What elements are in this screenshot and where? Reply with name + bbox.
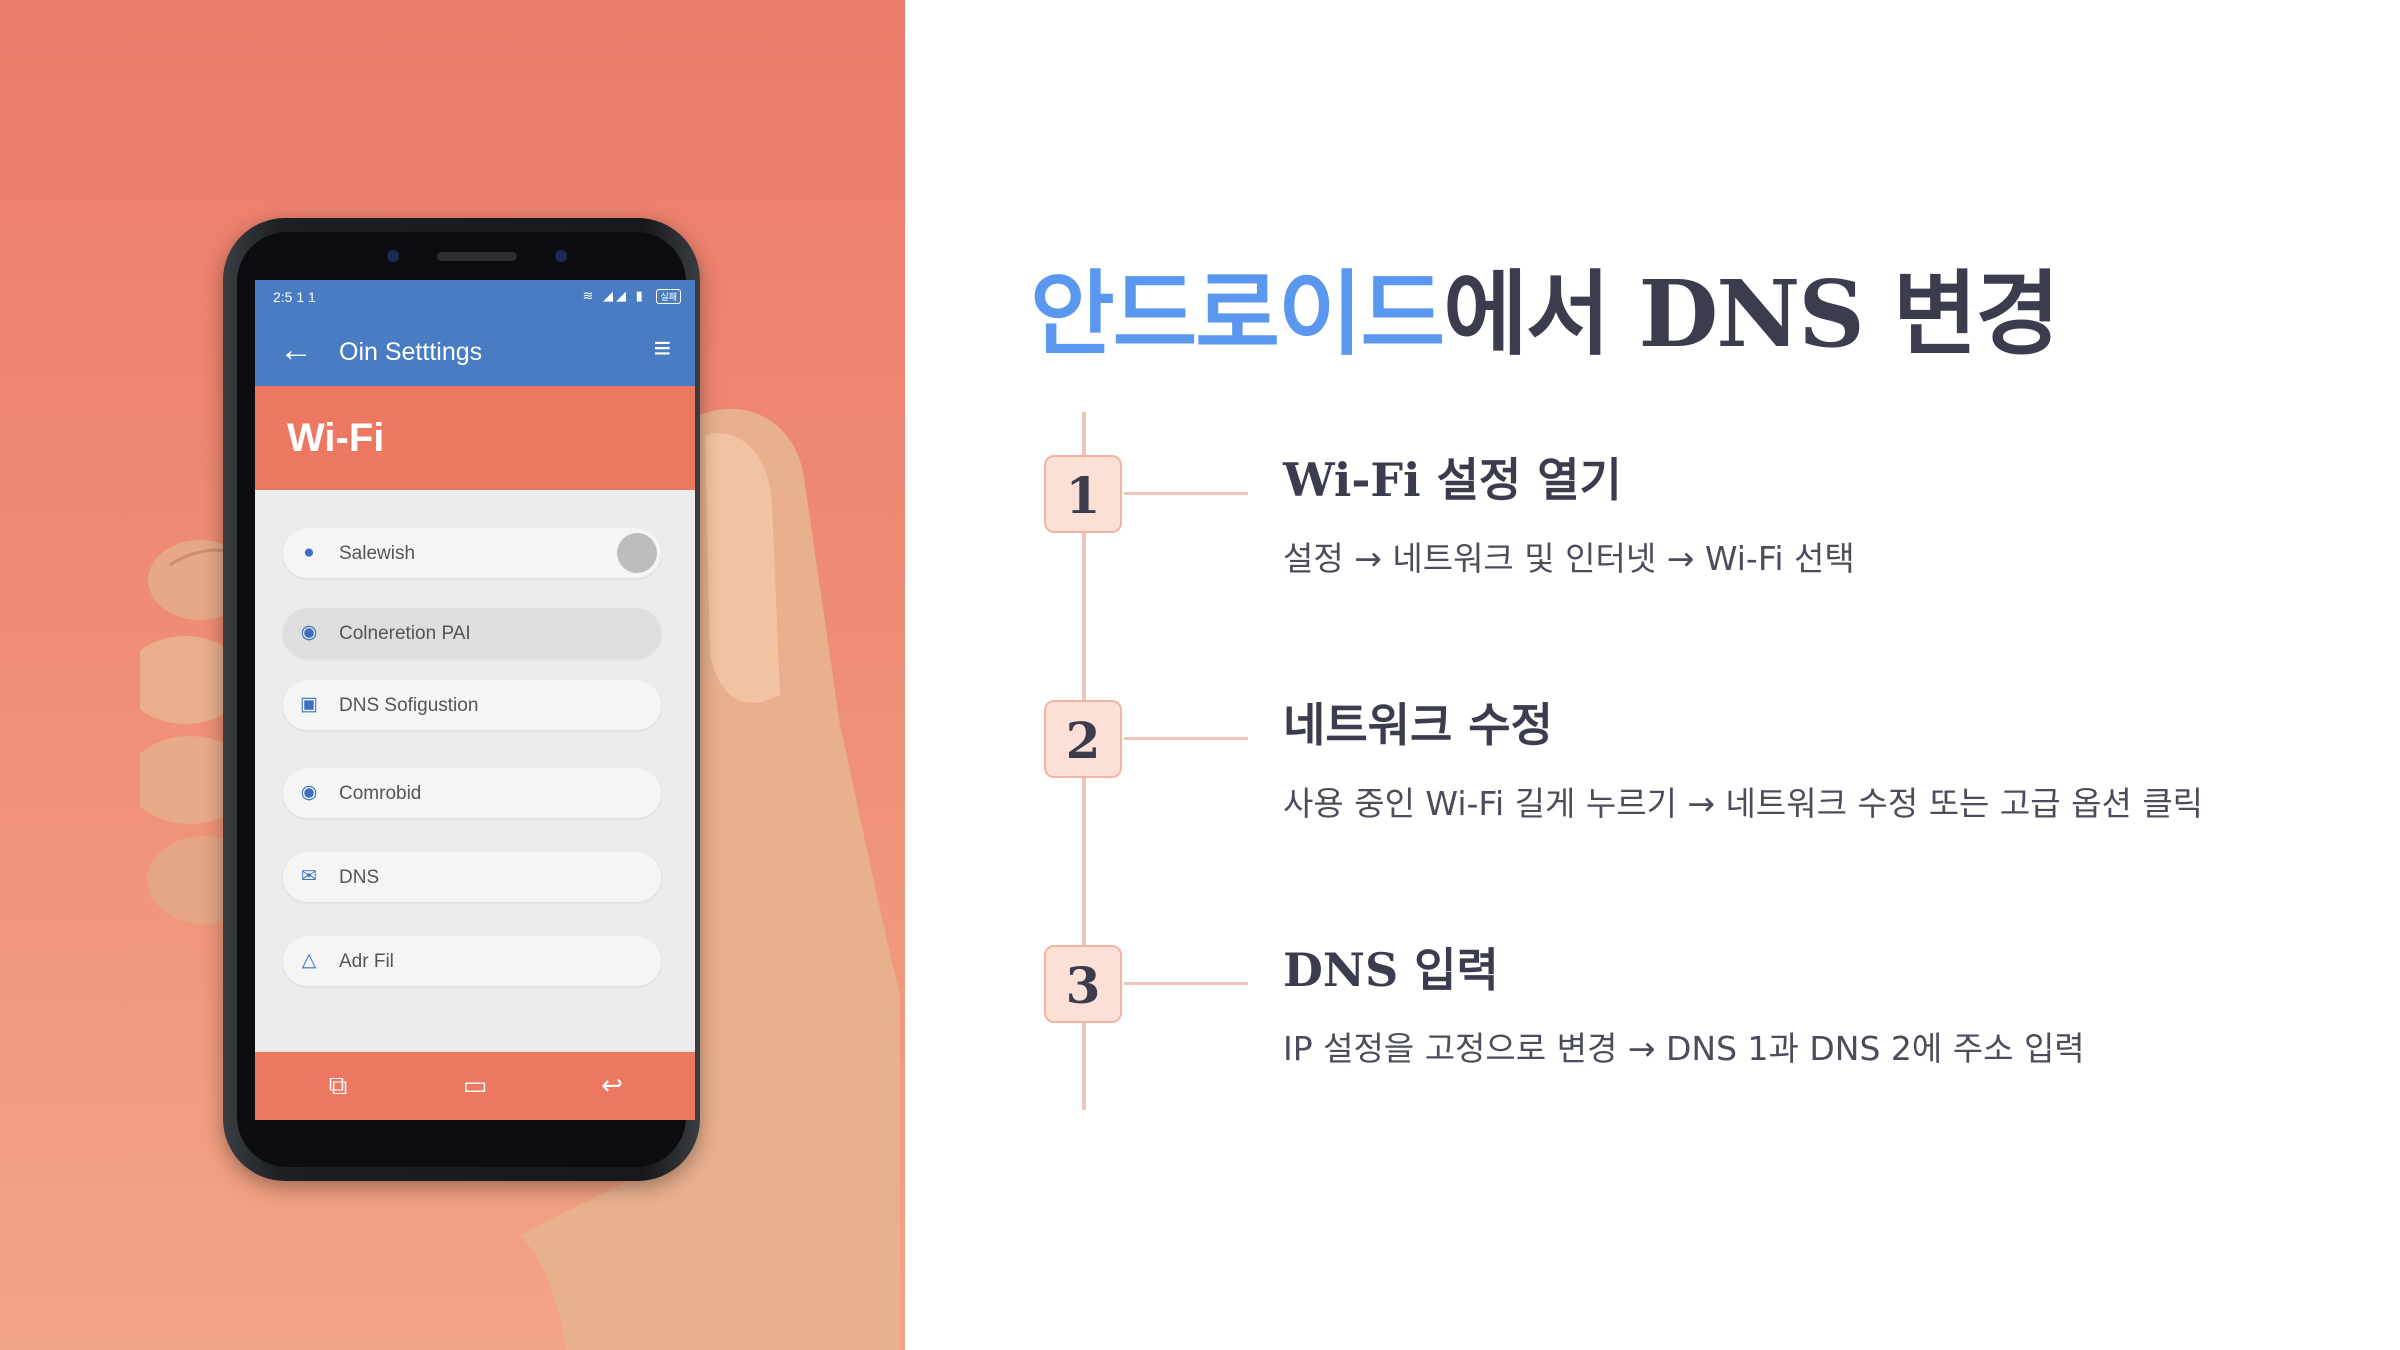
step-desc-3: IP 설정을 고정으로 변경 → DNS 1과 DNS 2에 주소 입력 <box>1283 1029 2085 1068</box>
phone-camera <box>387 250 399 262</box>
back-arrow-icon[interactable]: ← <box>279 331 313 369</box>
status-time: 2:5 1 1 <box>273 289 316 305</box>
status-badge: 실패 <box>656 289 681 304</box>
wifi-icon: ≋ <box>582 288 597 303</box>
nav-bar: ⧉ ▭ ↩ <box>255 1052 695 1120</box>
phone-sensor <box>555 250 567 262</box>
hamburger-menu-icon[interactable]: ≡ <box>653 332 671 365</box>
settings-item-salewish[interactable]: ● Salewish <box>283 528 661 578</box>
step-number-2: 2 <box>1044 700 1122 778</box>
wifi-header: Wi-Fi <box>255 386 695 490</box>
photo-panel: 2:5 1 1 ≋ ◢◢ ▮ 실패 ← Oin Setttings ≡ Wi-F… <box>0 0 905 1350</box>
settings-item-comrobid[interactable]: ◉ Comrobid <box>283 768 661 818</box>
status-bar: 2:5 1 1 ≋ ◢◢ ▮ 실패 <box>255 280 695 314</box>
phone-screen: 2:5 1 1 ≋ ◢◢ ▮ 실패 ← Oin Setttings ≡ Wi-F… <box>255 280 695 1120</box>
chat-bubble-icon: ◉ <box>300 622 318 643</box>
back-icon[interactable]: ↩ <box>601 1071 623 1101</box>
page-title-accent: 안드로이드 <box>1030 260 1445 368</box>
settings-item-label: DNS Sofigustion <box>339 695 479 716</box>
app-bar: ← Oin Setttings ≡ <box>255 314 695 386</box>
settings-item-adr-fil[interactable]: △ Adr Fil <box>283 936 661 986</box>
step-title-2: 네트워크 수정 <box>1283 698 1553 752</box>
settings-item-label: DNS <box>339 867 380 888</box>
step-connector-2 <box>1124 737 1248 740</box>
document-icon: ▣ <box>300 694 318 715</box>
settings-list: ● Salewish ◉ Colneretion PAI ▣ DNS Sofig… <box>255 490 695 1050</box>
step-desc-2: 사용 중인 Wi-Fi 길게 누르기 → 네트워크 수정 또는 고급 옵션 클릭 <box>1283 784 2204 823</box>
home-icon[interactable]: ▭ <box>462 1071 488 1101</box>
wifi-header-title: Wi-Fi <box>287 416 385 460</box>
recent-apps-icon[interactable]: ⧉ <box>328 1071 348 1101</box>
phone-speaker <box>437 252 517 261</box>
battery-icon: ▮ <box>635 288 646 303</box>
app-bar-title: Oin Setttings <box>339 338 483 366</box>
toggle-switch[interactable] <box>617 533 657 573</box>
settings-item-dns[interactable]: ✉ DNS <box>283 852 661 902</box>
step-title-3: DNS 입력 <box>1283 943 1499 997</box>
step-connector-3 <box>1124 982 1248 985</box>
settings-item-dns-suggestion[interactable]: ▣ DNS Sofigustion <box>283 680 661 730</box>
status-icons: ≋ ◢◢ ▮ 실패 <box>582 288 681 304</box>
step-title-1: Wi-Fi 설정 열기 <box>1283 453 1622 507</box>
step-desc-1: 설정 → 네트워크 및 인터넷 → Wi-Fi 선택 <box>1283 539 1855 578</box>
envelope-icon: ✉ <box>301 866 317 887</box>
phone-bezel: 2:5 1 1 ≋ ◢◢ ▮ 실패 ← Oin Setttings ≡ Wi-F… <box>237 232 695 1167</box>
settings-item-connection[interactable]: ◉ Colneretion PAI <box>283 608 661 658</box>
settings-item-label: Salewish <box>339 543 416 564</box>
page-title-rest: 에서 DNS 변경 <box>1443 260 2060 368</box>
settings-item-label: Adr Fil <box>339 951 394 972</box>
step-number-1: 1 <box>1044 455 1122 533</box>
step-number-3: 3 <box>1044 945 1122 1023</box>
settings-item-label: Colneretion PAI <box>339 623 471 644</box>
network-icon: △ <box>301 950 317 971</box>
settings-item-label: Comrobid <box>339 783 422 804</box>
circle-dot-icon: ◉ <box>300 782 318 803</box>
signal-icon: ◢◢ <box>603 288 630 303</box>
hand-image <box>140 408 900 1350</box>
page-title: 안드로이드에서 DNS 변경 <box>1030 240 2060 373</box>
phone: 2:5 1 1 ≋ ◢◢ ▮ 실패 ← Oin Setttings ≡ Wi-F… <box>223 218 700 1181</box>
location-pin-icon: ● <box>303 542 315 563</box>
step-connector-1 <box>1124 492 1248 495</box>
